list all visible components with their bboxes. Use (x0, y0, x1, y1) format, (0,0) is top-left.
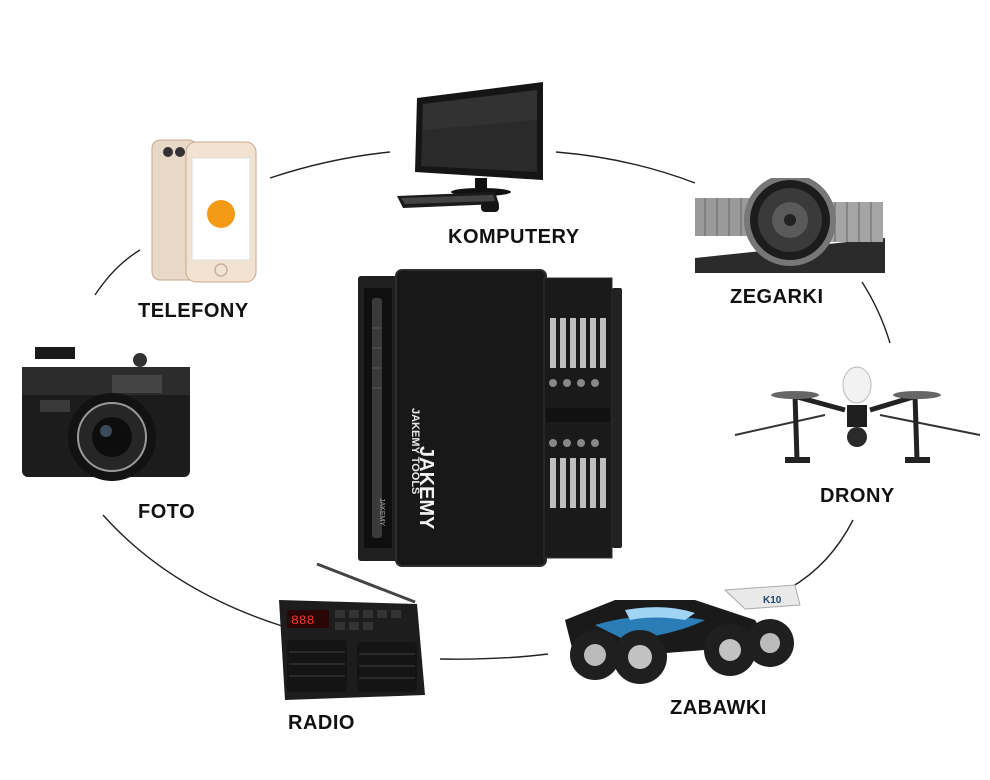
label-drony: DRONY (820, 485, 895, 507)
svg-text:JAKEMY: JAKEMY (378, 498, 385, 526)
arc-phone-computer (269, 151, 391, 179)
arc-camera-phone (94, 249, 141, 296)
svg-text:K10: K10 (763, 595, 782, 606)
label-zabawki: ZABAWKI (670, 697, 767, 719)
drone-icon (735, 366, 980, 463)
svg-text:JAKEMY TOOLS: JAKEMY TOOLS (409, 408, 421, 494)
camera-icon (22, 347, 190, 481)
arc-car-radio (439, 653, 549, 660)
arc-drone-car (789, 519, 854, 589)
label-foto: FOTO (138, 501, 196, 523)
rc-car-icon: K10 (565, 584, 801, 684)
radio-icon: 888 (279, 562, 425, 700)
label-komputery: KOMPUTERY (448, 226, 580, 248)
label-radio: RADIO (288, 712, 355, 734)
svg-text:JAKEMY: JAKEMY (415, 446, 437, 530)
arc-radio-camera (102, 514, 283, 627)
svg-text:888: 888 (291, 613, 314, 628)
label-zegarki: ZEGARKI (730, 286, 824, 308)
smartphone-icon (151, 139, 257, 283)
label-telefony: TELEFONY (138, 300, 249, 322)
screwdriver-kit-image: JAKEMY JAKEMY TOOLS JAKEMY (358, 269, 622, 567)
arc-watch-drone (861, 281, 891, 344)
desktop-computer-icon (397, 82, 543, 212)
arc-computer-watch (555, 151, 696, 184)
wristwatch-icon (695, 178, 885, 273)
